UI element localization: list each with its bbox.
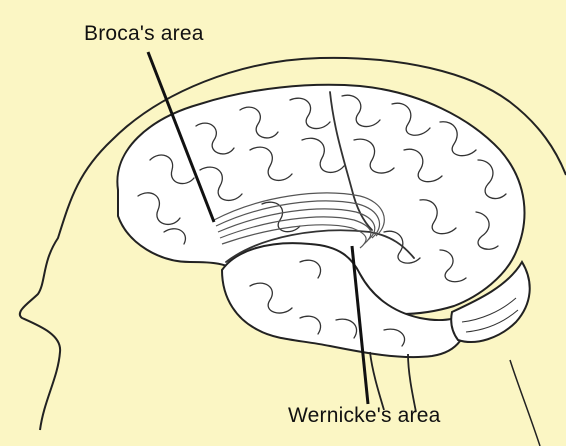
brainstem-outline xyxy=(370,352,416,412)
neck-outline xyxy=(510,360,540,446)
broca-area-label: Broca's area xyxy=(84,22,204,46)
wernicke-area-label: Wernicke's area xyxy=(288,404,441,428)
